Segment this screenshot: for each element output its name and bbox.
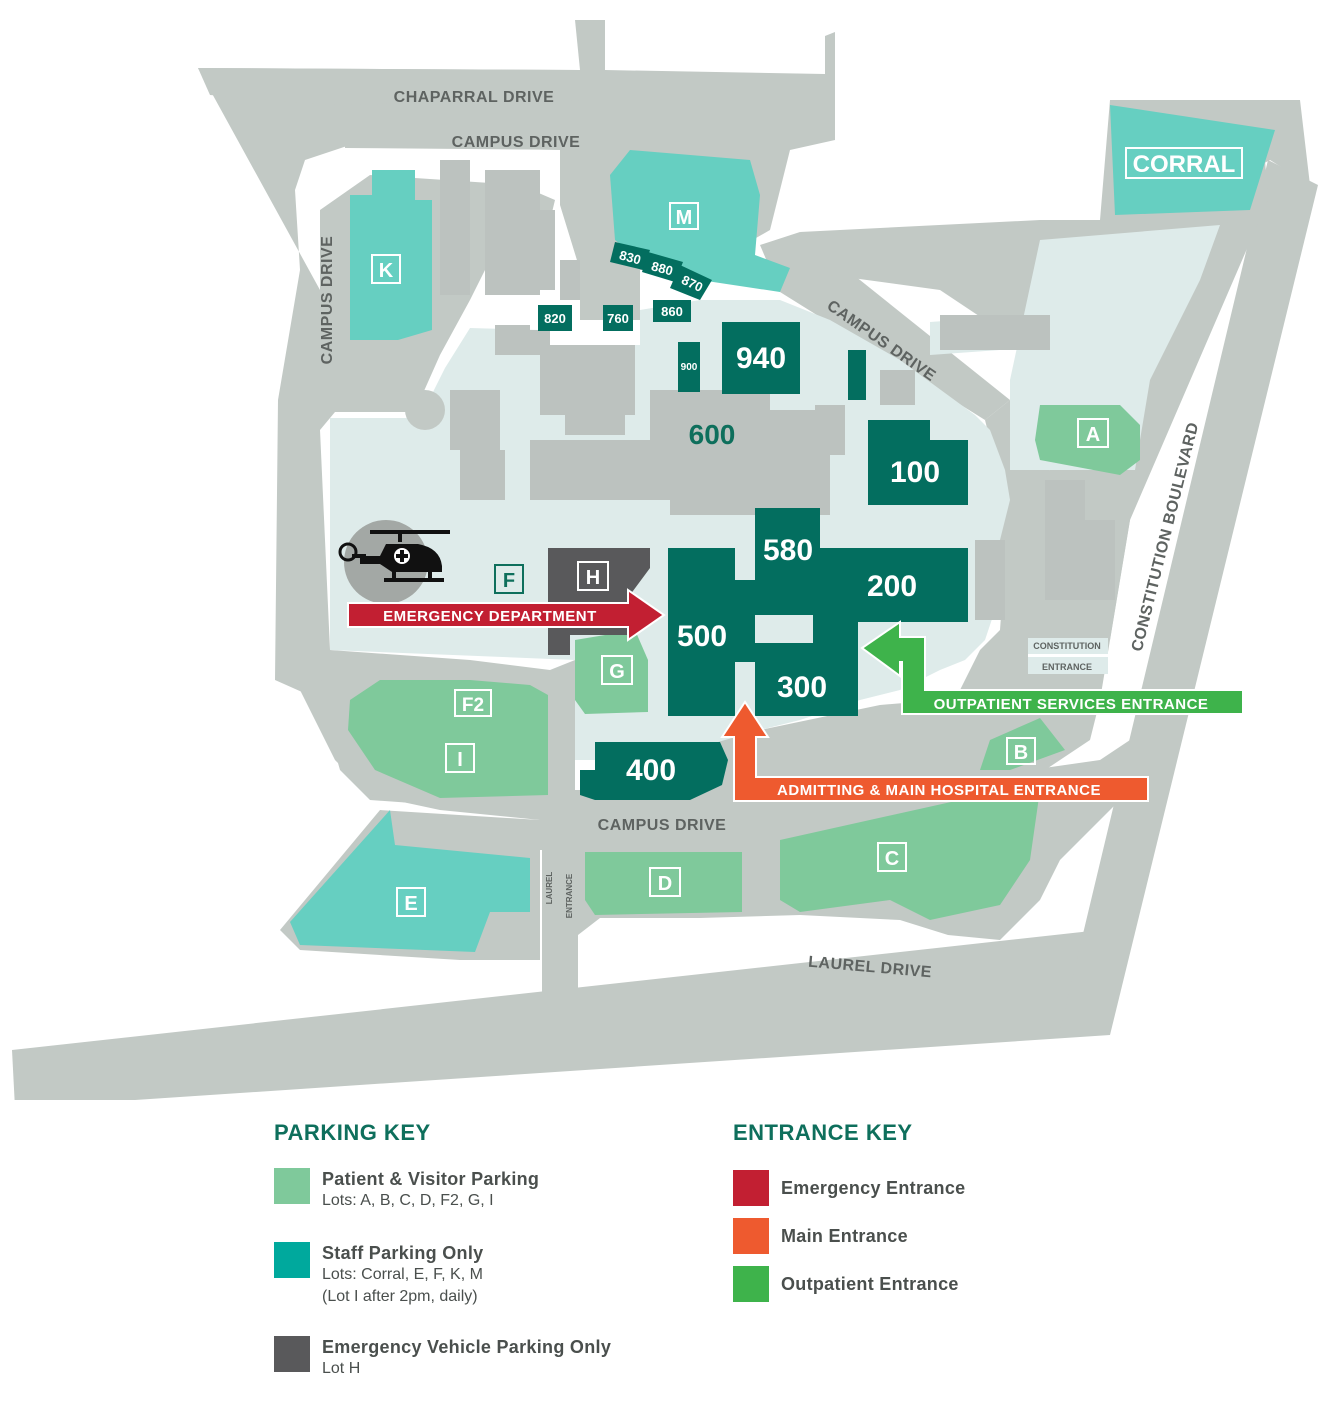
- main-arrow: ADMITTING & MAIN HOSPITAL ENTRANCE: [720, 700, 1149, 802]
- gray-buildings: [405, 160, 1115, 620]
- lot-a-label: A: [1086, 424, 1100, 446]
- emergency-lot: [548, 548, 650, 655]
- lot-f-label: F: [503, 570, 515, 592]
- visitor-swatch: [274, 1168, 310, 1204]
- lot-c-label: C: [885, 848, 899, 870]
- road-constitution-entrance-2: ENTRANCE: [1042, 662, 1092, 672]
- building-830-label: 830: [618, 247, 643, 267]
- road-chaparral-drive: CHAPARRAL DRIVE: [394, 89, 555, 106]
- lot-h-label: H: [586, 567, 600, 589]
- building-400-label: 400: [626, 754, 676, 787]
- lot-k-label: K: [379, 260, 394, 282]
- main-entrance-swatch: [733, 1218, 769, 1254]
- outpatient-entrance-title: Outpatient Entrance: [781, 1274, 959, 1294]
- outpatient-entrance-swatch: [733, 1266, 769, 1302]
- parking-key-item-staff: Staff Parking Only Lots: Corral, E, F, K…: [274, 1242, 483, 1308]
- lot-d: [585, 852, 742, 915]
- staff-lots-note: (Lot I after 2pm, daily): [322, 1288, 478, 1305]
- parking-key-item-emergency: Emergency Vehicle Parking Only Lot H: [274, 1336, 611, 1380]
- entrance-key-title: ENTRANCE KEY: [733, 1120, 913, 1145]
- lot-corral-label: CORRAL: [1133, 151, 1236, 178]
- emergency-entrance-swatch: [733, 1170, 769, 1206]
- road-laurel-entrance-2: ENTRANCE: [565, 873, 574, 918]
- emergency-department-label: EMERGENCY DEPARTMENT: [383, 608, 597, 625]
- helicopter-icon: [338, 530, 450, 582]
- building-760-label: 760: [607, 311, 629, 326]
- lot-a: [1035, 405, 1140, 475]
- building-500-label: 500: [677, 620, 727, 653]
- entrance-key-item-main: Main Entrance: [733, 1218, 908, 1254]
- entrance-key-item-outpatient: Outpatient Entrance: [733, 1266, 959, 1302]
- building-880-label: 880: [650, 258, 675, 278]
- lot-c: [780, 780, 1040, 920]
- lot-b-label: B: [1014, 742, 1028, 764]
- entrance-key-item-emergency: Emergency Entrance: [733, 1170, 965, 1206]
- building-100-label: 100: [890, 456, 940, 489]
- lot-i: [348, 680, 548, 798]
- lot-d-label: D: [658, 873, 672, 895]
- emergency-swatch: [274, 1336, 310, 1372]
- road-campus-drive-left: CAMPUS DRIVE: [319, 236, 336, 365]
- visitor-lots: [348, 405, 1140, 920]
- lot-g-label: G: [609, 661, 625, 683]
- visitor-lots: Lots: A, B, C, D, F2, G, I: [322, 1192, 494, 1209]
- building-600-label: 600: [689, 419, 736, 450]
- entrance-key: ENTRANCE KEY Emergency Entrance Main Ent…: [733, 1120, 1113, 1320]
- emergency-arrow: EMERGENCY DEPARTMENT: [347, 588, 666, 642]
- hospital-buildings: [538, 242, 968, 800]
- lot-g: [575, 630, 648, 714]
- road-campus-drive-bottom: CAMPUS DRIVE: [598, 817, 727, 834]
- emergency-title: Emergency Vehicle Parking Only: [322, 1337, 612, 1357]
- lot-e: [290, 810, 530, 952]
- parking-key-title: PARKING KEY: [274, 1120, 431, 1145]
- building-900-label: 900: [681, 362, 698, 373]
- road-campus-drive-top: CAMPUS DRIVE: [452, 134, 581, 151]
- lot-corral: [1110, 105, 1275, 215]
- building-820-label: 820: [544, 311, 566, 326]
- campus-map: .road { fill: #c2c9c5; } .campus { fill:…: [12, 20, 1318, 1100]
- building-200-label: 200: [867, 570, 917, 603]
- staff-lots: Lots: Corral, E, F, K, M: [322, 1266, 483, 1283]
- staff-swatch: [274, 1242, 310, 1278]
- parking-key: PARKING KEY Patient & Visitor Parking Lo…: [274, 1120, 694, 1410]
- lot-labels: CORRAL M K A F H G F2 I B C D E: [371, 147, 1243, 917]
- lot-e-label: E: [404, 893, 417, 915]
- main-entrance-label: ADMITTING & MAIN HOSPITAL ENTRANCE: [777, 782, 1101, 799]
- outpatient-services-label: OUTPATIENT SERVICES ENTRANCE: [934, 696, 1209, 713]
- visitor-title: Patient & Visitor Parking: [322, 1169, 540, 1189]
- building-940-label: 940: [736, 342, 786, 375]
- helipad: [338, 520, 450, 604]
- lot-b: [980, 718, 1065, 770]
- road-laurel-entrance-1: LAUREL: [545, 872, 554, 905]
- staff-title: Staff Parking Only: [322, 1243, 484, 1263]
- outpatient-arrow: OUTPATIENT SERVICES ENTRANCE: [860, 620, 1244, 715]
- emergency-entrance-title: Emergency Entrance: [781, 1178, 966, 1198]
- building-580-label: 580: [763, 534, 813, 567]
- lot-i-label: I: [457, 749, 463, 771]
- building-labels: 940 900 600 100 580 200 500 300 400 820 …: [544, 247, 940, 787]
- building-860-label: 860: [661, 304, 683, 319]
- lot-h: [548, 548, 650, 655]
- lot-m-label: M: [676, 207, 693, 229]
- main-entrance-title: Main Entrance: [781, 1226, 908, 1246]
- lot-f2-label: F2: [462, 695, 484, 716]
- building-300-label: 300: [777, 671, 827, 704]
- parking-key-item-visitor: Patient & Visitor Parking Lots: A, B, C,…: [274, 1168, 539, 1212]
- emergency-lots: Lot H: [322, 1360, 361, 1377]
- road-constitution-entrance-1: CONSTITUTION: [1033, 641, 1101, 651]
